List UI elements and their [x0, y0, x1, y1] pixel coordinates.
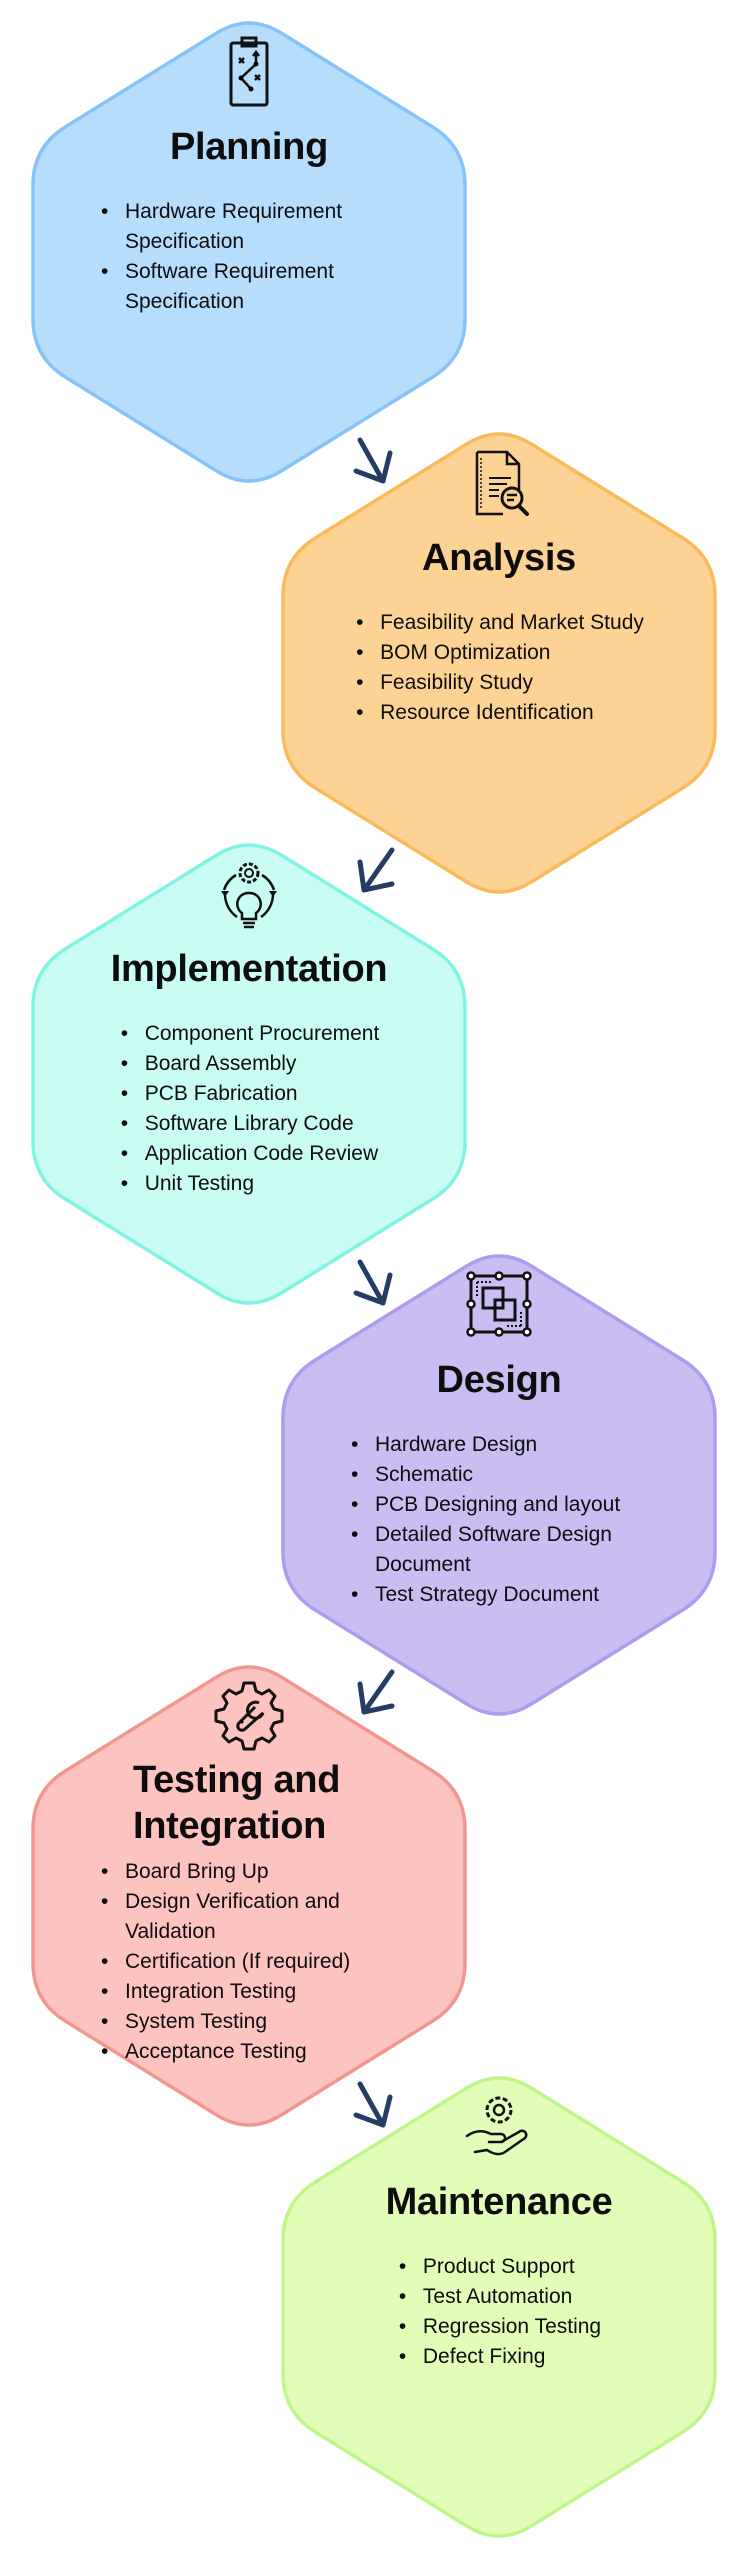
stage-maintenance: MaintenanceProduct SupportTest Automatio… — [281, 2068, 717, 2546]
stage-title: Analysis — [422, 537, 576, 579]
stage-title: Design — [436, 1359, 562, 1401]
list-item: Feasibility and Market Study — [354, 608, 644, 638]
stage-design: DesignHardware DesignSchematicPCB Design… — [281, 1246, 717, 1724]
stage-planning: PlanningHardware Requirement Specificati… — [31, 13, 467, 491]
stage-testing: Testing and IntegrationBoard Bring UpDes… — [31, 1657, 467, 2135]
list-item: Feasibility Study — [354, 668, 644, 698]
list-item: Software Requirement Specification — [99, 257, 399, 317]
stage-title: Planning — [169, 126, 329, 168]
hand-gear-icon — [459, 2088, 539, 2168]
list-item: PCB Designing and layout — [349, 1490, 649, 1520]
stage-items: Feasibility and Market StudyBOM Optimiza… — [283, 608, 715, 728]
list-item: Board Bring Up — [99, 1857, 399, 1887]
list-item: Detailed Software Design Document — [349, 1520, 649, 1580]
list-item: System Testing — [99, 2007, 399, 2037]
list-item: Test Strategy Document — [349, 1580, 649, 1610]
stage-items: Board Bring UpDesign Verification and Va… — [33, 1857, 465, 2067]
stage-items: Hardware Requirement SpecificationSoftwa… — [33, 197, 465, 317]
list-item: Hardware Requirement Specification — [99, 197, 399, 257]
list-item: Software Library Code — [119, 1109, 380, 1139]
stage-title: Testing and Integration — [133, 1759, 341, 1847]
gear-wrench-icon — [209, 1677, 289, 1757]
list-item: Hardware Design — [349, 1430, 649, 1460]
list-item: Component Procurement — [119, 1019, 380, 1049]
list-item: Resource Identification — [354, 698, 644, 728]
list-item: Product Support — [397, 2252, 601, 2282]
gear-lightbulb-cycle-icon — [209, 855, 289, 935]
stage-implementation: ImplementationComponent ProcurementBoard… — [31, 835, 467, 1313]
list-item: Test Automation — [397, 2282, 601, 2312]
list-item: BOM Optimization — [354, 638, 644, 668]
list-item: Application Code Review — [119, 1139, 380, 1169]
stage-title: Implementation — [110, 948, 388, 990]
list-item: Certification (If required) — [99, 1947, 399, 1977]
stage-items: Product SupportTest AutomationRegression… — [283, 2252, 715, 2372]
layout-grid-icon — [459, 1266, 539, 1346]
clipboard-strategy-icon — [209, 33, 289, 113]
list-item: Design Verification and Validation — [99, 1887, 399, 1947]
list-item: PCB Fabrication — [119, 1079, 380, 1109]
list-item: Integration Testing — [99, 1977, 399, 2007]
list-item: Acceptance Testing — [99, 2037, 399, 2067]
list-item: Defect Fixing — [397, 2342, 601, 2372]
document-search-icon — [459, 444, 539, 524]
stage-items: Hardware DesignSchematicPCB Designing an… — [283, 1430, 715, 1610]
stage-analysis: AnalysisFeasibility and Market StudyBOM … — [281, 424, 717, 902]
stage-title: Maintenance — [385, 2181, 613, 2223]
list-item: Schematic — [349, 1460, 649, 1490]
list-item: Regression Testing — [397, 2312, 601, 2342]
list-item: Board Assembly — [119, 1049, 380, 1079]
stage-items: Component ProcurementBoard AssemblyPCB F… — [33, 1019, 465, 1199]
list-item: Unit Testing — [119, 1169, 380, 1199]
